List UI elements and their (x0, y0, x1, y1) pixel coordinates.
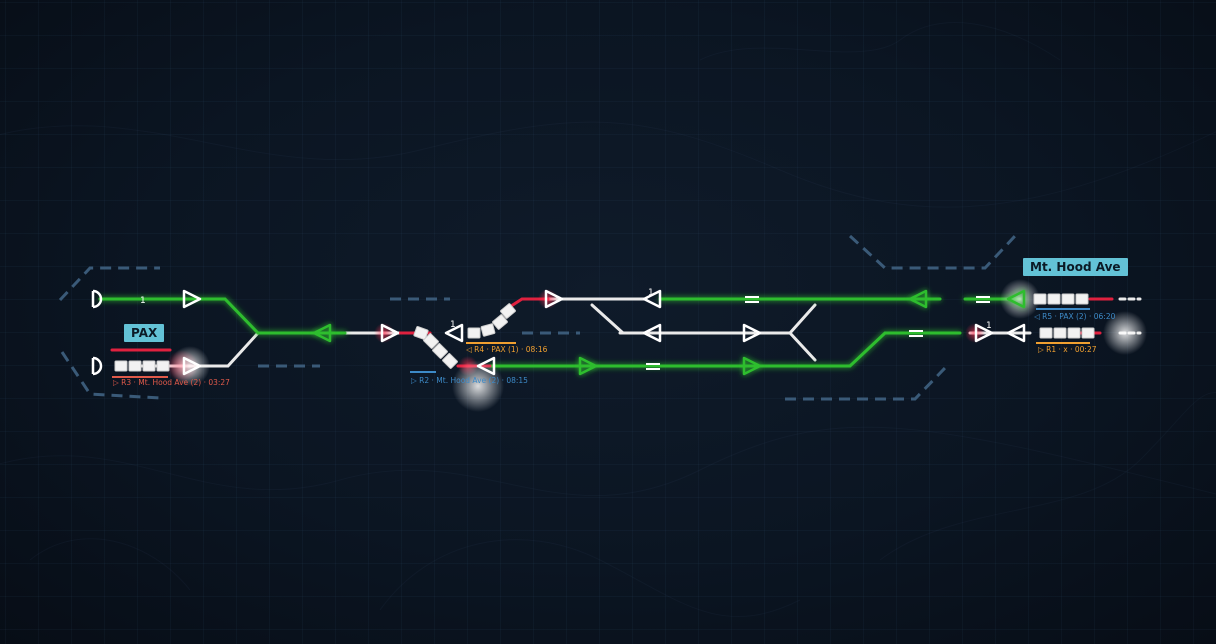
signal-east-icon[interactable] (578, 356, 598, 376)
train-car-icon (1067, 327, 1081, 339)
train-r3[interactable] (114, 360, 170, 372)
signal-east-icon[interactable] (380, 323, 400, 343)
train-car-icon (1053, 327, 1067, 339)
train-r1[interactable] (1039, 327, 1095, 339)
train-car-icon (492, 314, 508, 330)
signal-west-icon[interactable] (642, 323, 662, 343)
train-tag-r2[interactable]: ▷ R2 · Mt. Hood Ave (2) · 08:15 (411, 376, 528, 385)
platform-icon (976, 296, 990, 303)
signal-west-icon[interactable] (312, 323, 332, 343)
signal-east-icon[interactable] (182, 289, 202, 309)
train-car-icon (500, 303, 516, 319)
train-tag-r1[interactable]: ▷ R1 · x · 00:27 (1038, 345, 1097, 354)
signal-west-icon[interactable] (444, 323, 464, 343)
signal-east-icon[interactable] (974, 323, 994, 343)
dashed-tracks (58, 234, 1017, 401)
train-car-icon (1081, 327, 1095, 339)
train-car-icon (114, 360, 128, 372)
signal-east-icon[interactable] (182, 356, 202, 376)
buffer-stop-icon (91, 289, 103, 309)
platform-icon (646, 363, 660, 370)
train-car-icon (1039, 327, 1053, 339)
train-car-icon (467, 327, 481, 339)
train-tag-r5[interactable]: ◁ R5 · PAX (2) · 06:20 (1034, 312, 1116, 321)
signal-west-icon[interactable] (476, 356, 496, 376)
train-car-icon (423, 333, 439, 349)
station-label-mt-hood-ave[interactable]: Mt. Hood Ave (1023, 258, 1128, 276)
signal-west-icon[interactable] (908, 289, 928, 309)
train-car-icon (413, 326, 429, 340)
train-r2[interactable] (413, 326, 458, 369)
signal-east-icon[interactable] (742, 323, 762, 343)
train-car-icon (432, 343, 448, 359)
train-car-icon (1061, 293, 1075, 305)
train-tag-r4[interactable]: ◁ R4 · PAX (1) · 08:16 (466, 345, 548, 354)
train-car-icon (442, 353, 458, 369)
train-car-icon (480, 323, 496, 337)
signal-west-icon[interactable] (642, 289, 662, 309)
signal-east-icon[interactable] (544, 289, 564, 309)
platform-icon (909, 330, 923, 337)
train-tag-r3[interactable]: ▷ R3 · Mt. Hood Ave (2) · 03:27 (113, 378, 230, 387)
buffer-stop-icon (91, 356, 103, 376)
train-r5[interactable] (1033, 293, 1089, 305)
block-number: 1 (986, 321, 992, 331)
train-car-icon (1047, 293, 1061, 305)
signal-west-icon[interactable] (1006, 289, 1026, 309)
signal-east-icon[interactable] (742, 356, 762, 376)
signal-west-icon[interactable] (1006, 323, 1026, 343)
block-number: 1 (648, 288, 654, 298)
platform-icon (745, 296, 759, 303)
station-label-pax[interactable]: PAX (124, 324, 165, 342)
route-markers (112, 308, 1090, 378)
block-number: 1 (140, 296, 146, 306)
train-car-icon (156, 360, 170, 372)
train-car-icon (1075, 293, 1089, 305)
train-r4[interactable] (467, 303, 516, 339)
block-number: 1 (450, 320, 456, 330)
train-car-icon (142, 360, 156, 372)
terrain-contours (0, 22, 1216, 618)
train-car-icon (128, 360, 142, 372)
train-car-icon (1033, 293, 1047, 305)
